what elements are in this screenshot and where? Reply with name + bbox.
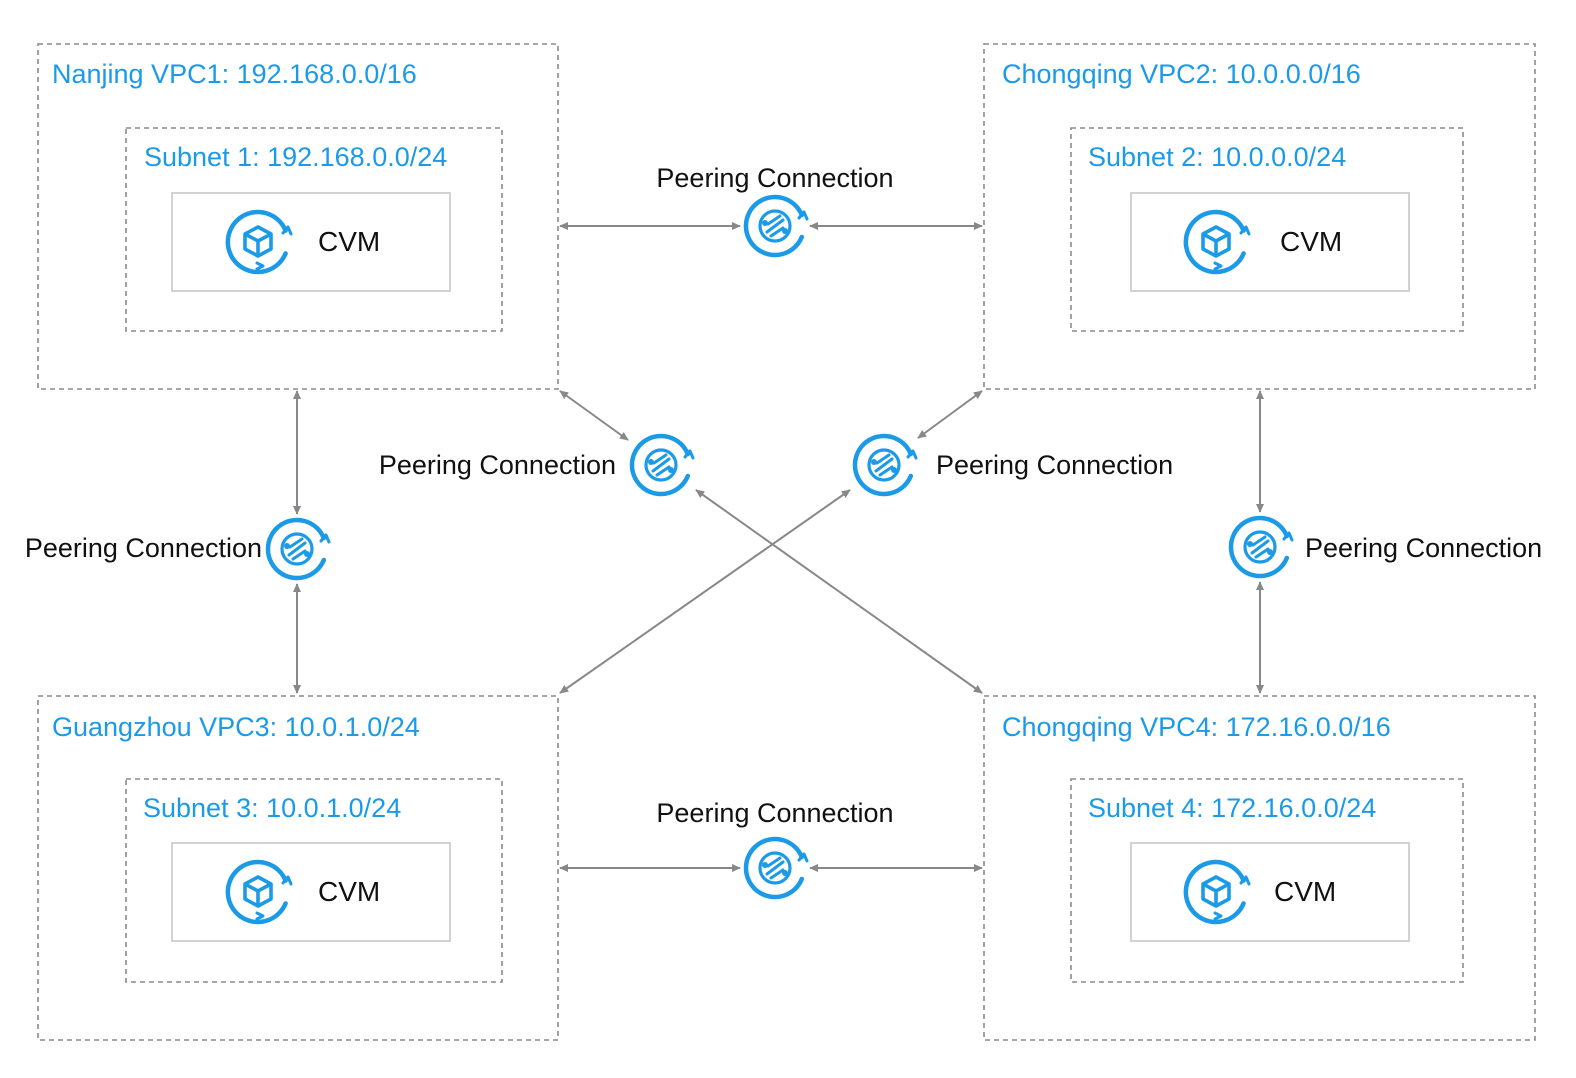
cvm-instance-2[interactable]: CVM bbox=[1130, 192, 1410, 292]
vpc-box-nanjing-vpc1: Nanjing VPC1: 192.168.0.0/16 Subnet 1: 1… bbox=[37, 43, 559, 390]
vpc1-title: Nanjing VPC1: 192.168.0.0/16 bbox=[52, 59, 417, 89]
subnet2-title: Subnet 2: 10.0.0.0/24 bbox=[1088, 142, 1346, 172]
vpc4-border bbox=[983, 695, 1536, 1041]
subnet1-title: Subnet 1: 192.168.0.0/24 bbox=[144, 142, 447, 172]
vpc4-title: Chongqing VPC4: 172.16.0.0/16 bbox=[1002, 712, 1391, 742]
peering-bottom[interactable]: Peering Connection bbox=[656, 798, 894, 897]
peering-bottom-label: Peering Connection bbox=[656, 798, 893, 828]
subnet4-title: Subnet 4: 172.16.0.0/24 bbox=[1088, 793, 1376, 823]
cvm-instance-3[interactable]: CVM bbox=[171, 842, 451, 942]
peering-connection-icon bbox=[632, 436, 693, 494]
cvm1-box bbox=[171, 192, 451, 292]
cvm-instance-1[interactable]: CVM bbox=[171, 192, 451, 292]
peering-right-label: Peering Connection bbox=[1305, 533, 1542, 563]
peering-connection-icon bbox=[268, 520, 329, 578]
link-vpc1-peer-diag-a bbox=[559, 390, 629, 441]
vpc-box-chongqing-vpc4: Chongqing VPC4: 172.16.0.0/16 Subnet 4: … bbox=[983, 695, 1536, 1041]
peering-top-label: Peering Connection bbox=[656, 163, 893, 193]
subnet-box-3: Subnet 3: 10.0.1.0/24 CVM bbox=[125, 778, 503, 983]
subnet-box-2: Subnet 2: 10.0.0.0/24 CVM bbox=[1070, 127, 1464, 332]
peering-diag-b[interactable]: Peering Connection bbox=[855, 436, 1173, 494]
subnet3-title: Subnet 3: 10.0.1.0/24 bbox=[143, 793, 401, 823]
cvm2-label: CVM bbox=[1280, 226, 1342, 257]
cvm1-label: CVM bbox=[318, 226, 380, 257]
cvm-instance-4[interactable]: CVM bbox=[1130, 842, 1410, 942]
cvm2-box bbox=[1130, 192, 1410, 292]
vpc1-border bbox=[37, 43, 559, 390]
vpc3-title: Guangzhou VPC3: 10.0.1.0/24 bbox=[52, 712, 420, 742]
peering-right[interactable]: Peering Connection bbox=[1231, 518, 1542, 576]
peering-connection-icon bbox=[855, 436, 916, 494]
subnet3-border bbox=[125, 778, 503, 983]
peering-connection-icon bbox=[746, 197, 807, 255]
peering-diag-b-label: Peering Connection bbox=[936, 450, 1173, 480]
cvm4-label: CVM bbox=[1274, 876, 1336, 907]
subnet-box-4: Subnet 4: 172.16.0.0/24 CVM bbox=[1070, 778, 1464, 983]
link-peer-diag-b-vpc3 bbox=[559, 489, 851, 694]
cvm4-box bbox=[1130, 842, 1410, 942]
vpc2-title: Chongqing VPC2: 10.0.0.0/16 bbox=[1002, 59, 1361, 89]
vpc-box-guangzhou-vpc3: Guangzhou VPC3: 10.0.1.0/24 Subnet 3: 10… bbox=[37, 695, 559, 1041]
subnet1-border bbox=[125, 127, 503, 332]
peering-diag-a[interactable]: Peering Connection bbox=[379, 436, 693, 494]
cvm3-label: CVM bbox=[318, 876, 380, 907]
cvm3-box bbox=[171, 842, 451, 942]
peering-left[interactable]: Peering Connection bbox=[25, 520, 329, 578]
link-peer-diag-a-vpc4 bbox=[695, 489, 983, 694]
vpc-box-chongqing-vpc2: Chongqing VPC2: 10.0.0.0/16 Subnet 2: 10… bbox=[983, 43, 1536, 390]
peering-connection-icon bbox=[1231, 518, 1292, 576]
peering-left-label: Peering Connection bbox=[25, 533, 262, 563]
vpc2-border bbox=[983, 43, 1536, 390]
peering-diag-a-label: Peering Connection bbox=[379, 450, 616, 480]
peering-connection-icon bbox=[746, 839, 807, 897]
subnet-box-1: Subnet 1: 192.168.0.0/24 CVM bbox=[125, 127, 503, 332]
link-vpc2-peer-diag-b bbox=[917, 390, 983, 439]
peering-top[interactable]: Peering Connection bbox=[656, 163, 894, 255]
